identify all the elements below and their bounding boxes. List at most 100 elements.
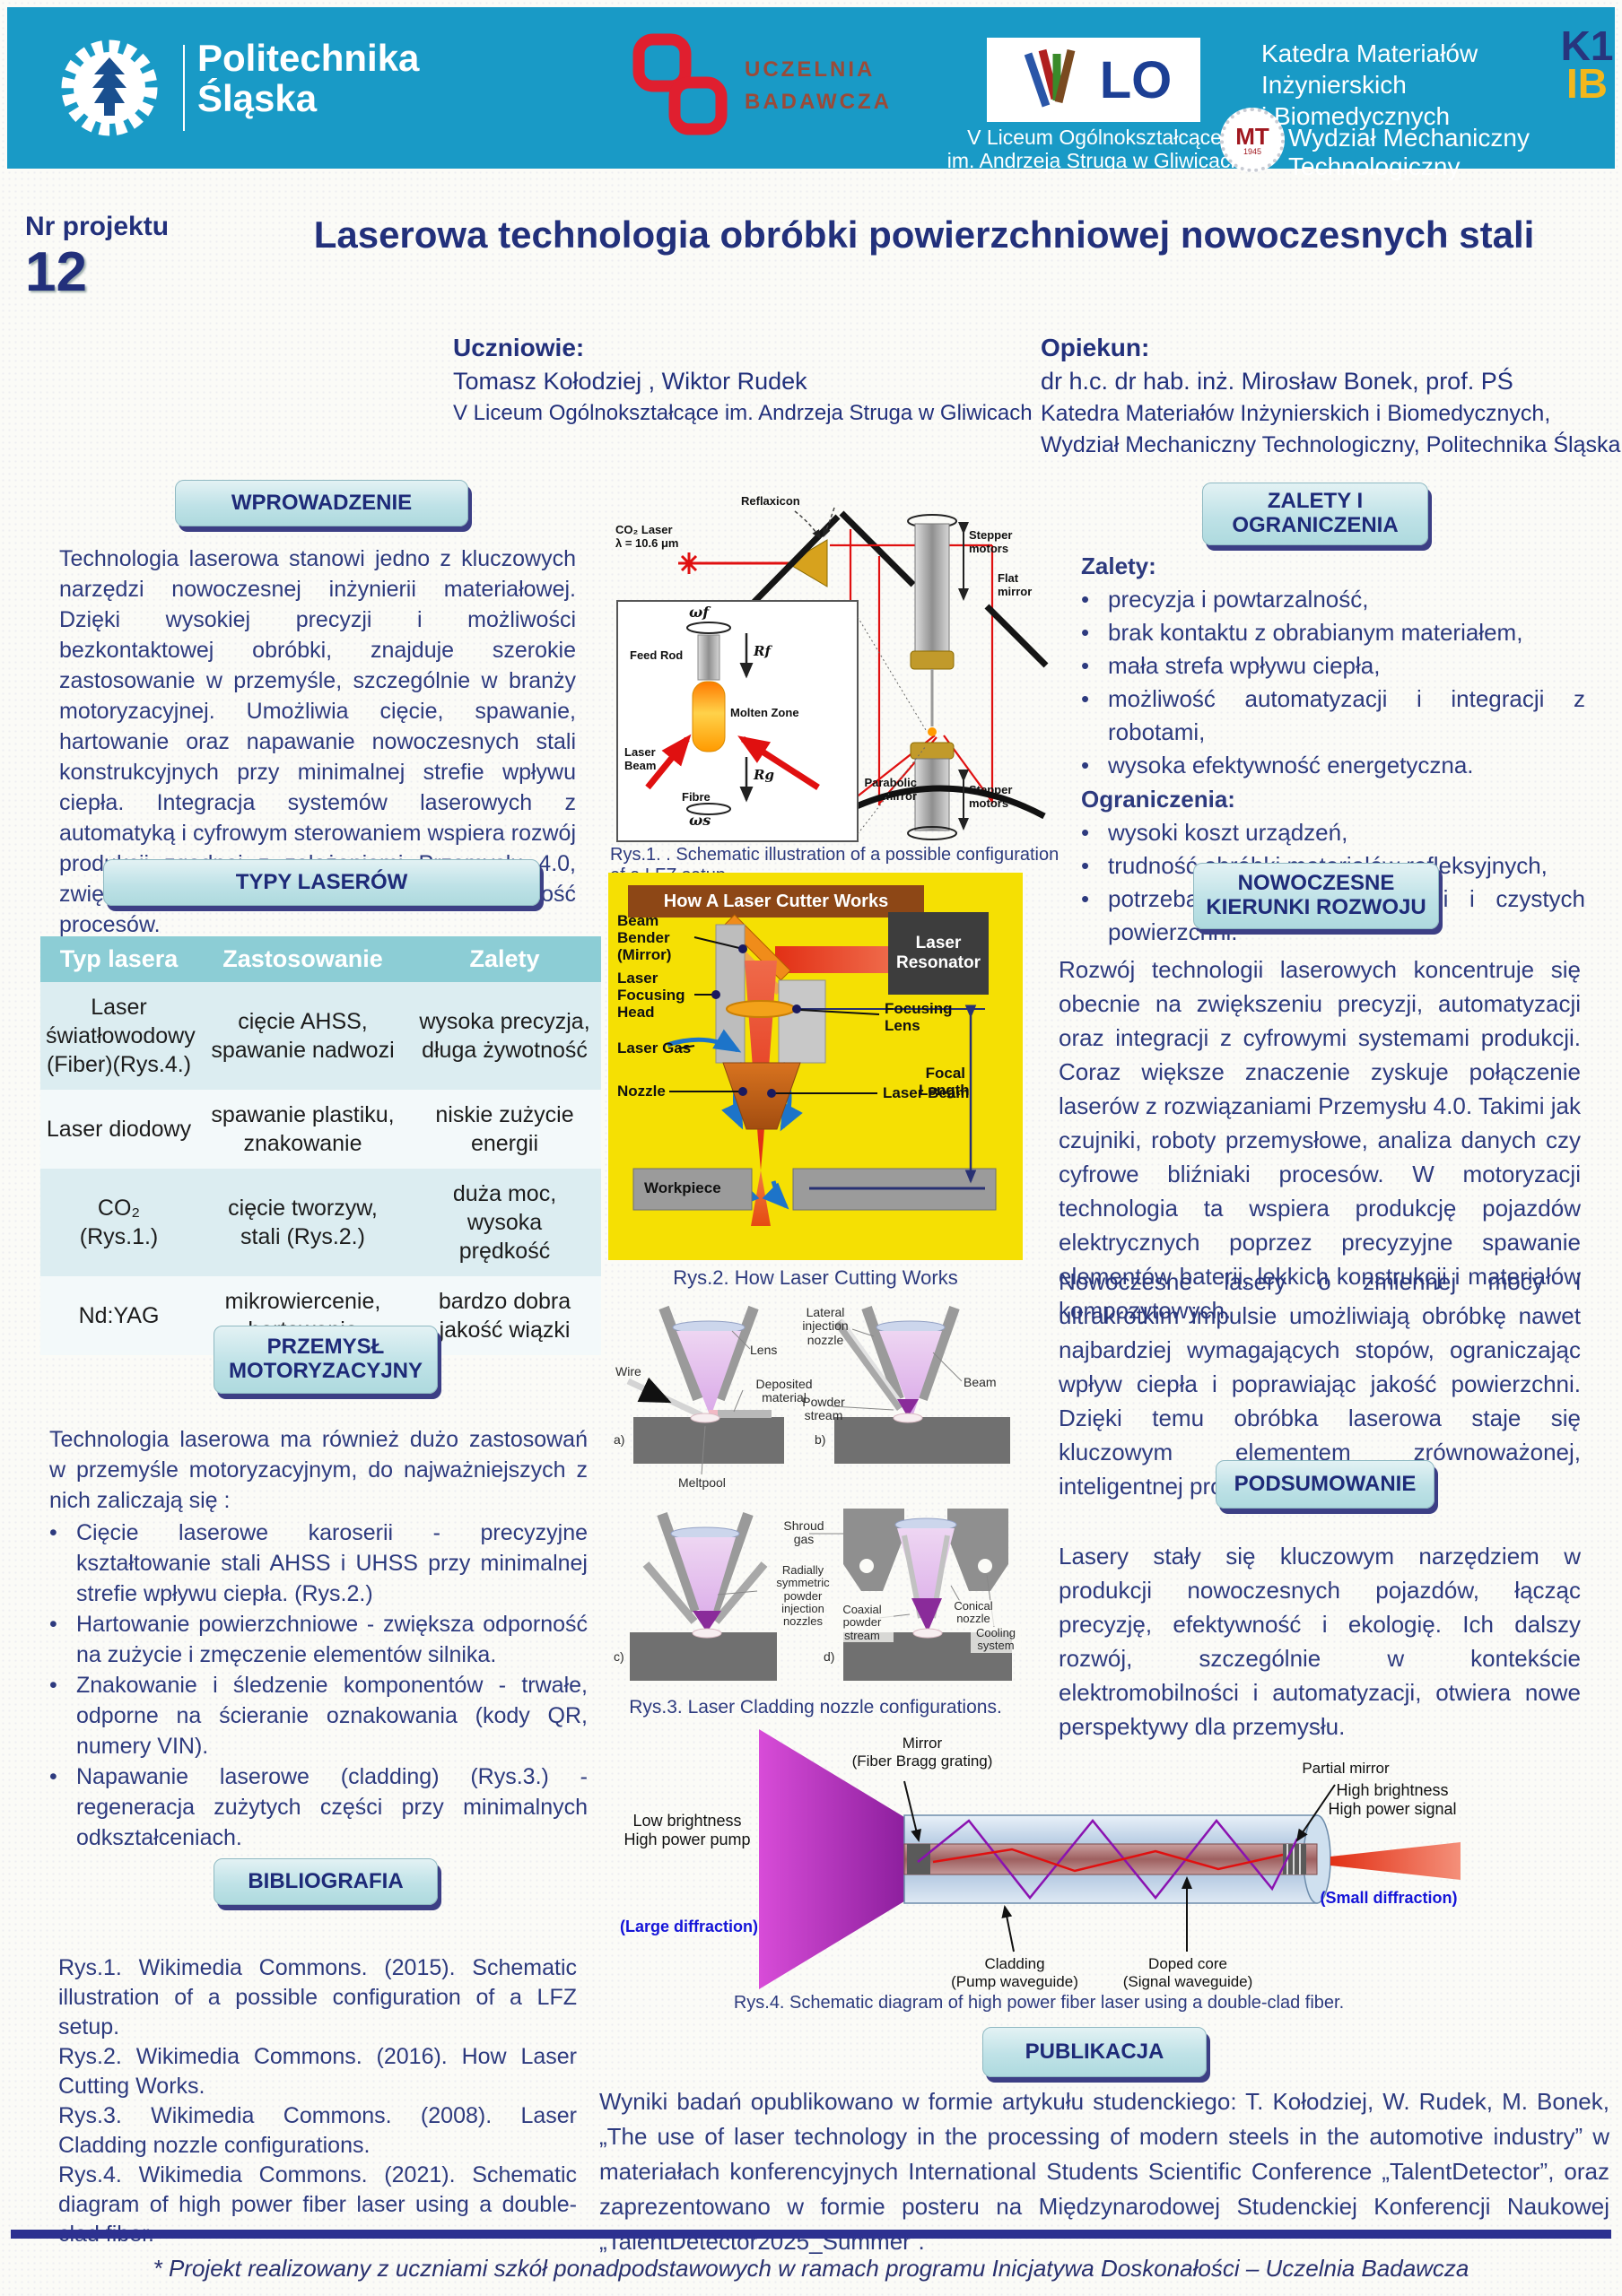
list-item: •Znakowanie i śledzenie komponentów - tr…: [49, 1670, 588, 1761]
label-focusing-lens: Focusing Lens: [885, 1000, 953, 1035]
cell: bardzo dobra jakość wiązki: [408, 1276, 601, 1355]
k1b-top-text: K1: [1560, 22, 1614, 69]
label-fbg-mirror: Mirror (Fiber Bragg grating): [851, 1735, 993, 1770]
list-item-text: Hartowanie powierzchniowe - zwiększa odp…: [76, 1612, 588, 1667]
panel-b: [833, 1306, 1010, 1464]
header-band: Politechnika Śląska UCZELNIA BADAWCZA LO…: [7, 7, 1618, 180]
uczelnia-badawcza-icon: [632, 33, 728, 135]
list-item: •Hartowanie powierzchniowe - zwiększa od…: [49, 1609, 588, 1670]
label-cooling-system: Cooling system: [971, 1626, 1021, 1653]
list-item: •mała strefa wpływu ciepła,: [1081, 649, 1585, 683]
label-conical-nozzle: Conical nozzle: [946, 1599, 1001, 1626]
label-feed-rod: Feed Rod: [630, 648, 684, 662]
label-focusing-head: Laser Focusing Head: [617, 970, 685, 1022]
label-workpiece: Workpiece: [644, 1179, 721, 1196]
ograniczenia-label: Ograniczenia:: [1081, 786, 1235, 813]
laser-cutter-schematic: [632, 914, 997, 1226]
cell: cięcie AHSS, spawanie nadwozi: [197, 982, 408, 1090]
label-fibre: Fibre: [682, 790, 711, 804]
label-low-brightness: Low brightness High power pump: [624, 1812, 751, 1848]
cell: Laser światłowodowy (Fiber)(Rys.4.): [40, 982, 197, 1090]
table-row: CO₂ (Rys.1.) cięcie tworzyw, stali (Rys.…: [40, 1169, 601, 1276]
workpiece-left: [632, 1168, 753, 1211]
supervisor-affil1: Katedra Materiałów Inżynierskich i Biome…: [1041, 401, 1551, 426]
resonator-beam: [775, 946, 890, 973]
bibliografia-content: Rys.1. Wikimedia Commons. (2015). Schema…: [58, 1953, 577, 2249]
section-header-publikacja: PUBLIKACJA: [982, 2027, 1207, 2077]
label-powder-stream: Powder stream: [802, 1395, 845, 1423]
list-item-text: Cięcie laserowe karoserii - precyzyjne k…: [76, 1520, 588, 1606]
section-header-przemysl-label: PRZEMYSŁ MOTORYZACYJNY: [228, 1335, 423, 1383]
laser-beam-arrow-left: [645, 734, 692, 790]
list-item-text: możliwość automatyzacji i integracji z r…: [1108, 685, 1585, 745]
section-header-wprowadzenie-label: WPROWADZENIE: [231, 490, 413, 515]
col-header-zalety: Zalety: [408, 936, 601, 982]
col-header-typ: Typ lasera: [40, 936, 197, 982]
politechnika-logo-text: Politechnika Śląska: [197, 37, 420, 120]
label-cladding: Cladding (Pump waveguide): [951, 1955, 1078, 1990]
mirror-diagonal-right: [839, 510, 916, 587]
cell: spawanie plastiku, znakowanie: [197, 1090, 408, 1169]
figure-rys1-lfz-setup: Reflaxicon CO₂ Laser λ = 10.6 μm Stepper…: [610, 491, 1059, 843]
list-item-text: wysoki koszt urządzeń,: [1108, 819, 1348, 846]
footer-note: * Projekt realizowany z uczniami szkół p…: [153, 2255, 1469, 2282]
label-laser-resonator: Laser Resonator: [896, 934, 981, 972]
output-beam: [1330, 1842, 1461, 1880]
project-number: 12: [25, 241, 87, 303]
mt-logo-year: 1945: [1243, 146, 1262, 156]
cell: cięcie tworzyw, stali (Rys.2.): [197, 1169, 408, 1276]
label-omega-f: ωf: [689, 604, 710, 621]
vlo-books-icon: [1024, 48, 1076, 108]
label-coaxial-stream: Coaxial powder stream: [831, 1603, 894, 1642]
table-row: Laser diodowy spawanie plastiku, znakowa…: [40, 1090, 601, 1169]
label-lateral-nozzle: Lateral injection nozzle: [802, 1305, 849, 1347]
label-rf: Rf: [754, 643, 771, 659]
list-item-text: wysoka efektywność energetyczna.: [1108, 752, 1474, 778]
bullet-icon: •: [1081, 885, 1090, 912]
laser-beam-arrow-right: [737, 735, 820, 790]
supervisor-label: Opiekun:: [1041, 334, 1150, 361]
bullet-icon: •: [1081, 752, 1090, 778]
k1b-bottom-text: IB: [1566, 60, 1608, 108]
panel-d: [843, 1509, 1012, 1681]
students-names: Tomasz Kołodziej , Wiktor Rudek: [453, 368, 807, 395]
wydzial-text: Wydział Mechaniczny Technologiczny: [1288, 124, 1530, 180]
k1b-logo: K1 IB: [1556, 22, 1618, 108]
bullet-icon: •: [1081, 586, 1090, 613]
section-header-wprowadzenie: WPROWADZENIE: [175, 480, 468, 526]
caption-rys4: Rys.4. Schematic diagram of high power f…: [733, 1993, 1345, 2013]
label-stepper-motors-bottom: Stepper motors: [969, 783, 1013, 810]
section-header-publikacja-label: PUBLIKACJA: [1025, 2039, 1164, 2064]
label-partial-mirror: Partial mirror: [1302, 1760, 1390, 1777]
caption-rys2: Rys.2. How Laser Cutting Works: [673, 1266, 958, 1289]
cell: Nd:YAG: [40, 1276, 197, 1355]
lower-rod-cylinder: [914, 758, 950, 831]
label-beam-bender: Beam Bender (Mirror): [617, 912, 672, 964]
label-reflaxicon: Reflaxicon: [741, 494, 800, 508]
lower-holder-disc: [910, 742, 955, 760]
section-header-nowoczesne-label: NOWOCZESNE KIERUNKI ROZWOJU: [1206, 871, 1426, 919]
bullet-icon: •: [49, 1520, 57, 1545]
figure-rys2-laser-cutter: How A Laser Cutter Works: [608, 873, 1023, 1260]
supervisor-affil2: Wydział Mechaniczny Technologiczny, Poli…: [1041, 432, 1621, 457]
list-item: • wysoka efektywność energetyczna.: [1081, 749, 1585, 782]
zalety-label: Zalety:: [1081, 552, 1156, 579]
zalety-content: Zalety: •precyzja i powtarzalność, •brak…: [1081, 549, 1585, 949]
project-number-label: Nr projektu: [25, 212, 170, 241]
label-laser-gas: Laser Gas: [617, 1039, 692, 1057]
label-radial-nozzles: Radially symmetric powder injection nozz…: [776, 1563, 830, 1629]
students-label: Uczniowie:: [453, 334, 585, 361]
przemysl-content: Technologia laserowa ma również dużo zas…: [49, 1424, 588, 1853]
bullet-icon: •: [49, 1673, 57, 1698]
biblio-entry: Rys.1. Wikimedia Commons. (2015). Schema…: [58, 1955, 577, 2039]
bullet-icon: •: [1081, 619, 1090, 646]
label-panel-b: b): [815, 1432, 826, 1447]
rys2-title: How A Laser Cutter Works: [663, 891, 889, 911]
label-stepper-motors-top: Stepper motors: [969, 528, 1013, 555]
vlo-logo-text: LO: [1099, 50, 1173, 109]
bullet-icon: •: [1081, 652, 1090, 679]
cell: CO₂ (Rys.1.): [40, 1169, 197, 1276]
parabolic-mirror: [834, 785, 1046, 820]
label-laser-beam: Laser Beam: [624, 745, 657, 772]
label-panel-c: c): [614, 1649, 624, 1664]
